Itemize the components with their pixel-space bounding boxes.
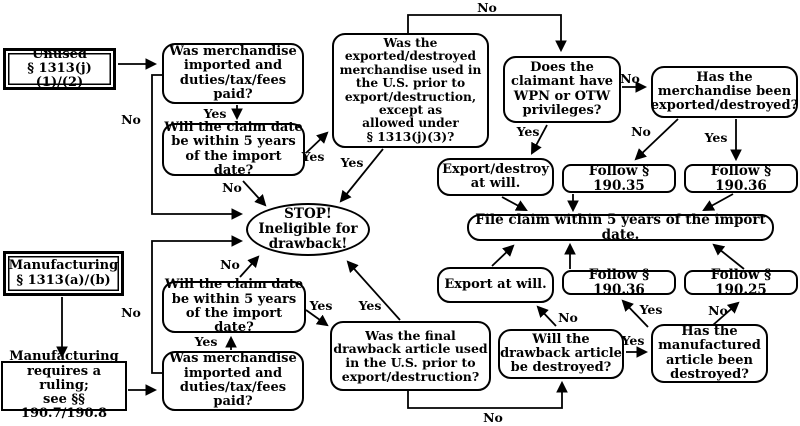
edge-label-yes: Yes: [340, 154, 364, 170]
node-export-destroy-at-will: Export/destroy at will.: [437, 158, 554, 196]
question-wpn-otw-privileges: Does the claimant have WPN or OTW privil…: [503, 56, 621, 123]
edge-label-yes: Yes: [704, 129, 728, 145]
edge-label-no: No: [620, 70, 640, 86]
edge-bigbox-no: [407, 14, 567, 53]
edge-manufactured-no: [712, 301, 740, 326]
edge-label-no: No: [121, 304, 141, 320]
node-export-destroy-at-will-label: Export/destroy at will.: [442, 161, 549, 191]
edge-label-no: No: [708, 302, 728, 318]
edge-label-no: No: [483, 409, 503, 425]
question-merchandise-imported-bottom-label: Was merchandise imported and duties/tax/…: [169, 351, 297, 410]
entry-manufacturing-label: Manufacturing § 1313(a)/(b): [8, 258, 119, 288]
edge-claim-bot-yes: [305, 309, 329, 327]
edge-label-no: No: [558, 309, 578, 325]
node-file-claim-label: File claim within 5 years of the import …: [475, 211, 766, 243]
node-export-at-will-label: Export at will.: [444, 276, 547, 292]
edge-label-yes: Yes: [516, 123, 540, 139]
edge-label-no: No: [222, 179, 242, 195]
entry-unused-label: Unused § 1313(j)(1)/(2): [27, 46, 92, 91]
question-merchandise-imported-top: Was merchandise imported and duties/tax/…: [162, 43, 304, 104]
question-merchandise-exported-label: Has the merchandise been exported/destro…: [650, 69, 799, 114]
node-stop-ineligible-label: STOP! Ineligible for drawback!: [258, 206, 358, 252]
edge-label-yes: Yes: [621, 332, 645, 348]
question-drawback-article-destroyed-label: Will the drawback article be destroyed?: [500, 331, 622, 376]
edge-final-no: [407, 380, 568, 409]
edge-f25-to-fileclaim: [712, 243, 745, 270]
edge-claim-top-no: [242, 180, 267, 207]
edge-label-yes: Yes: [309, 297, 333, 313]
edge-wpn-yes: [531, 124, 548, 155]
question-merchandise-used-us: Was the exported/destroyed merchandise u…: [332, 33, 489, 148]
edge-final-yes: [346, 260, 401, 321]
edge-label-yes: Yes: [358, 297, 382, 313]
node-manufacturing-ruling: Manufacturing requires a ruling; see §§ …: [1, 350, 127, 421]
node-follow-190-36-bottom: Follow § 190.36: [562, 266, 676, 298]
question-wpn-otw-privileges-label: Does the claimant have WPN or OTW privil…: [510, 59, 614, 118]
question-merchandise-exported: Has the merchandise been exported/destro…: [651, 66, 798, 118]
node-export-at-will: Export at will.: [437, 267, 554, 303]
node-follow-190-25: Follow § 190.25: [684, 266, 798, 298]
edge-label-yes: Yes: [301, 148, 325, 164]
node-manufacturing-ruling-label: Manufacturing requires a ruling; see §§ …: [9, 349, 119, 422]
edge-exported-no: [634, 118, 679, 161]
question-manufactured-article-destroyed-label: Has the manufactured article been destro…: [658, 323, 761, 382]
edge-f36top-to-fileclaim: [702, 193, 734, 212]
question-claim-date-top-label: Will the claim date be within 5 years of…: [164, 119, 303, 178]
edge-label-yes: Yes: [639, 301, 663, 317]
question-manufactured-article-destroyed: Has the manufactured article been destro…: [651, 324, 768, 383]
edge-label-no: No: [121, 111, 141, 127]
edge-imported-top-no: [151, 74, 244, 220]
edge-label-yes: Yes: [203, 105, 227, 121]
node-stop-ineligible: STOP! Ineligible for drawback!: [246, 203, 370, 256]
edge-exportdestroy-to-fileclaim: [501, 196, 528, 212]
question-claim-date-bottom: Will the claim date be within 5 years of…: [162, 277, 306, 336]
node-follow-190-36-top-label: Follow § 190.36: [710, 162, 772, 194]
question-merchandise-imported-bottom: Was merchandise imported and duties/tax/…: [162, 351, 304, 411]
question-drawback-article-destroyed: Will the drawback article be destroyed?: [498, 329, 624, 379]
question-merchandise-used-us-label: Was the exported/destroyed merchandise u…: [339, 35, 482, 144]
question-final-article-used: Was the final drawback article used in t…: [330, 321, 491, 391]
edge-bigbox-yes: [339, 148, 384, 203]
question-final-article-used-label: Was the final drawback article used in t…: [333, 327, 488, 384]
node-follow-190-36-top: Follow § 190.36: [684, 162, 798, 194]
entry-unused: Unused § 1313(j)(1)/(2): [3, 46, 116, 91]
edge-label-yes: Yes: [194, 333, 218, 349]
node-file-claim: File claim within 5 years of the import …: [467, 211, 774, 243]
node-follow-190-25-label: Follow § 190.25: [710, 266, 772, 298]
edge-manufactured-yes: [621, 299, 649, 328]
edge-imported-bot-no: [151, 235, 244, 374]
edge-claim-top-yes: [305, 131, 329, 154]
edge-label-no: No: [477, 0, 497, 15]
node-follow-190-36-bottom-label: Follow § 190.36: [588, 266, 650, 298]
edge-claim-bot-no: [239, 255, 260, 278]
node-follow-190-35: Follow § 190.35: [562, 162, 676, 194]
question-merchandise-imported-top-label: Was merchandise imported and duties/tax/…: [169, 43, 297, 102]
edge-exportatwill-to-fileclaim: [491, 244, 515, 267]
entry-manufacturing: Manufacturing § 1313(a)/(b): [3, 251, 124, 296]
edge-label-no: No: [631, 123, 651, 139]
question-claim-date-top: Will the claim date be within 5 years of…: [162, 119, 305, 178]
edge-label-no: No: [220, 256, 240, 272]
edge-destroyed-no: [536, 305, 557, 327]
question-claim-date-bottom-label: Will the claim date be within 5 years of…: [164, 277, 304, 336]
node-follow-190-35-label: Follow § 190.35: [588, 162, 650, 194]
